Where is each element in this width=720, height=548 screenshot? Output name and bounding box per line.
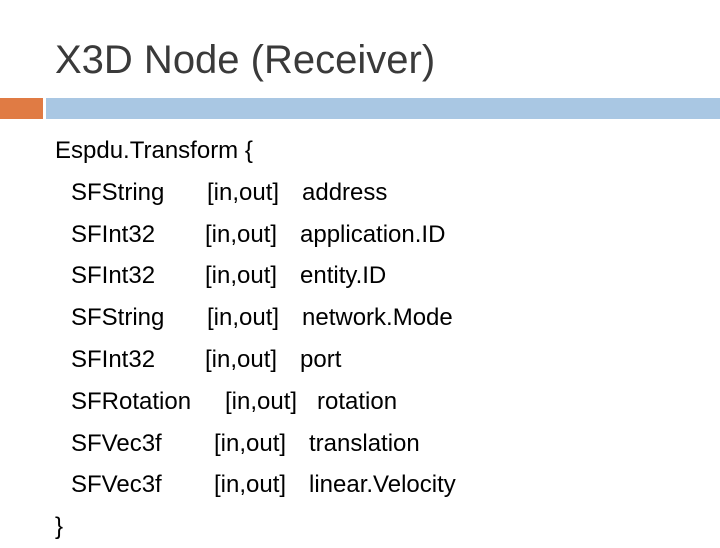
field-name: port — [300, 345, 342, 373]
field-name: network.Mode — [302, 304, 453, 332]
field-line: SFRotation [in,out] rotation — [55, 381, 456, 423]
field-name: address — [302, 178, 388, 206]
field-name: linear.Velocity — [309, 471, 456, 499]
field-name: entity.ID — [300, 262, 387, 290]
field-access: [in,out] — [205, 345, 278, 373]
field-access: [in,out] — [225, 387, 298, 415]
field-access: [in,out] — [214, 429, 287, 457]
slide-title: X3D Node (Receiver) — [55, 38, 436, 82]
field-line: SFVec3f [in,out] translation — [55, 423, 456, 465]
accent-bar-orange — [0, 98, 43, 119]
field-access: [in,out] — [214, 471, 287, 499]
field-type: SFString — [71, 304, 165, 332]
field-type: SFRotation — [71, 387, 192, 415]
code-block: Espdu.Transform { SFString [in,out] addres… — [55, 130, 456, 548]
field-line: SFString [in,out] network.Mode — [55, 297, 456, 339]
field-type: SFString — [71, 178, 165, 206]
field-line: SFInt32 [in,out] application.ID — [55, 214, 456, 256]
accent-bar-divider — [43, 98, 46, 119]
code-open-line: Espdu.Transform { — [55, 137, 253, 164]
field-name: translation — [309, 429, 420, 457]
code-close-line: } — [55, 513, 64, 541]
field-access: [in,out] — [207, 178, 280, 206]
field-type: SFVec3f — [71, 429, 162, 457]
field-type: SFInt32 — [71, 220, 156, 248]
field-type: SFInt32 — [71, 345, 156, 373]
field-type: SFInt32 — [71, 262, 156, 290]
field-line: SFVec3f [in,out] linear.Velocity — [55, 464, 456, 506]
field-line: SFInt32 [in,out] port — [55, 339, 456, 381]
field-line: SFString [in,out] address — [55, 172, 456, 214]
field-access: [in,out] — [205, 220, 278, 248]
field-type: SFVec3f — [71, 471, 162, 499]
field-line: SFInt32 [in,out] entity.ID — [55, 255, 456, 297]
field-access: [in,out] — [207, 304, 280, 332]
field-access: [in,out] — [205, 262, 278, 290]
field-name: rotation — [317, 387, 398, 415]
field-name: application.ID — [300, 220, 446, 248]
accent-bar-blue — [43, 98, 720, 119]
